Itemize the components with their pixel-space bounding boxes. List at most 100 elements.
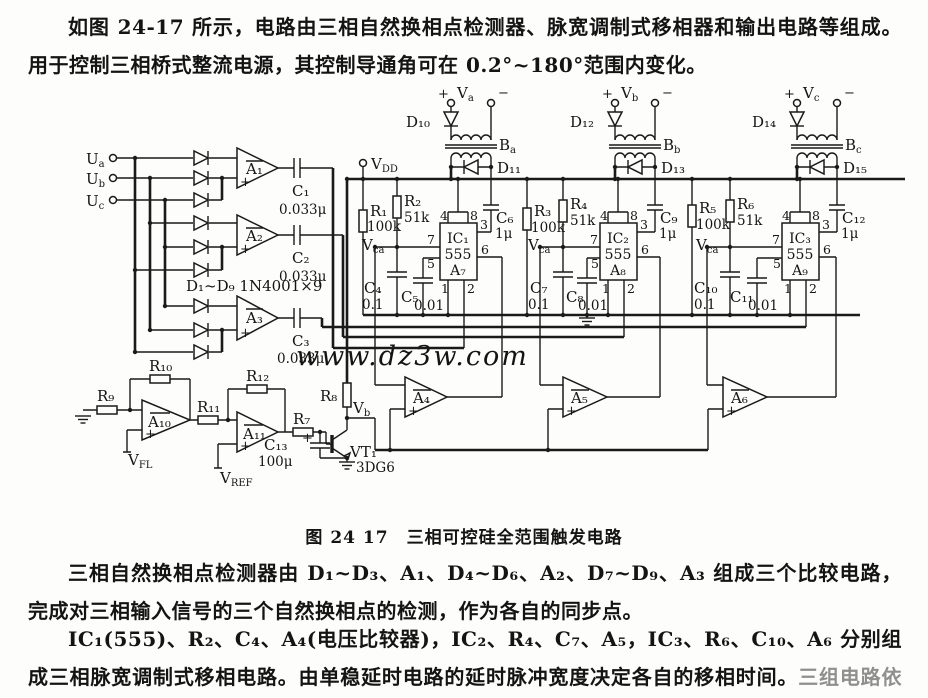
label-d14: D₁₄: [752, 113, 776, 131]
capacitor-c3: C₃0.033μ: [277, 308, 325, 367]
svg-text:+: +: [566, 404, 577, 419]
svg-text:555: 555: [787, 247, 814, 263]
svg-text:4: 4: [600, 208, 608, 223]
opamp-a1: A₁+: [236, 146, 280, 190]
label-d15: D₁₅: [843, 159, 867, 177]
resistor-r8: [342, 382, 352, 408]
figure-caption: 图 24 17 三相可控硅全范围触发电路: [305, 528, 623, 548]
svg-text:−: −: [662, 86, 673, 101]
capacitor-c4: C₄0.1: [362, 271, 407, 313]
svg-text:0.1: 0.1: [694, 297, 715, 313]
diode-d13: [627, 159, 643, 175]
value-r1: 100k: [367, 219, 402, 235]
diode-d11: [463, 159, 479, 175]
svg-text:3DG6: 3DG6: [356, 460, 395, 476]
watermark: www.dz3w.com: [296, 341, 529, 372]
terminal-uc: [108, 195, 118, 205]
svg-text:2: 2: [467, 281, 475, 296]
opamp-a5: A₅+: [562, 375, 609, 419]
svg-text:+: +: [240, 242, 251, 257]
svg-text:0.01: 0.01: [748, 298, 778, 314]
svg-text:6: 6: [641, 242, 649, 257]
svg-text:1μ: 1μ: [659, 226, 677, 242]
label-d13: D₁₃: [661, 159, 685, 177]
label-r1: R₁: [370, 202, 387, 220]
ic3-555: IC₃ 555 A₉ 4 8 3 7 5 6 1 2: [772, 208, 831, 296]
svg-text:A₆: A₆: [730, 389, 748, 407]
svg-text:555: 555: [605, 247, 632, 263]
label-r10: R₁₀: [149, 357, 172, 375]
svg-text:A₂: A₂: [245, 227, 263, 245]
terminal-ub: [108, 173, 118, 183]
label-vdd: VDD: [370, 155, 398, 175]
svg-text:0.01: 0.01: [578, 298, 608, 314]
svg-text:0.1: 0.1: [528, 297, 549, 313]
resistor-r11: [197, 415, 219, 425]
label-d1-d9: D₁~D₉ 1N4001×9: [186, 277, 322, 295]
capacitor-c2: C₂ 0.033μ: [279, 225, 327, 285]
capacitor-c8: C₈0.01: [566, 277, 608, 314]
svg-text:−: −: [844, 86, 855, 101]
label-r12: R₁₂: [246, 367, 269, 385]
value-r4: 51k: [570, 213, 596, 229]
label-vb-node: Vb: [352, 399, 370, 419]
svg-text:0.033μ: 0.033μ: [279, 269, 327, 285]
svg-text:IC₁: IC₁: [447, 231, 469, 247]
svg-text:1: 1: [441, 281, 449, 296]
label-vref: VREF: [219, 469, 253, 489]
paragraph-pwm-faded: 三组电路依次被触发、延: [798, 665, 903, 689]
svg-text:C₁₀: C₁₀: [694, 279, 718, 297]
svg-text:C₉: C₉: [660, 209, 678, 227]
svg-text:+: +: [602, 87, 613, 102]
ground-mid: [578, 317, 596, 326]
opamp-a3: A₃+: [236, 294, 280, 342]
label-r6: R₆: [737, 195, 754, 213]
svg-text:A₅: A₅: [570, 389, 588, 407]
label-bb: Bb: [663, 136, 680, 156]
label-ba: Ba: [499, 136, 516, 156]
svg-text:1: 1: [784, 281, 792, 296]
svg-text:4: 4: [782, 208, 790, 223]
svg-text:A₈: A₈: [609, 263, 626, 279]
svg-text:3: 3: [822, 217, 830, 232]
svg-text:7: 7: [772, 232, 780, 247]
svg-text:0.01: 0.01: [414, 298, 444, 314]
paragraph-pwm: IC₁(555)、R₂、C₄、A₄(电压比较器)，IC₂、R₄、C₇、A₅，IC…: [28, 620, 902, 698]
svg-text:5: 5: [773, 256, 781, 271]
opamp-a10: A₁₀+: [141, 398, 192, 442]
svg-text:3: 3: [640, 217, 648, 232]
paragraph-pwm-main: IC₁(555)、R₂、C₄、A₄(电压比较器)，IC₂、R₄、C₇、A₅，IC…: [28, 627, 902, 689]
svg-text:8: 8: [470, 208, 478, 223]
label-r9: R₉: [97, 387, 114, 405]
svg-text:C₂: C₂: [292, 249, 310, 267]
value-r2: 51k: [404, 210, 430, 226]
svg-text:C₁: C₁: [292, 182, 310, 200]
label-d11: D₁₁: [497, 159, 521, 177]
svg-text:6: 6: [481, 242, 489, 257]
svg-text:+: +: [240, 326, 251, 341]
svg-text:+: +: [408, 404, 419, 419]
svg-text:IC₂: IC₂: [607, 231, 629, 247]
opamp-a2: A₂+: [236, 213, 280, 257]
pulse-transformer-a: + Va − D₁₀ Ba D₁₁: [406, 85, 521, 177]
opamp-a11: A₁₁+: [236, 410, 280, 454]
label-vca-3: Vca: [695, 236, 718, 256]
resistor-r5: [687, 204, 697, 228]
svg-text:2: 2: [627, 281, 635, 296]
svg-text:+: +: [726, 404, 737, 419]
opamp-a4: A₄+: [404, 375, 449, 419]
junction-dots: [127, 155, 840, 461]
svg-text:+: +: [145, 427, 156, 442]
label-ua: Ua: [86, 150, 105, 170]
label-bc: Bc: [845, 136, 862, 156]
label-r2: R₂: [404, 192, 421, 210]
svg-text:A₁₁: A₁₁: [242, 425, 266, 443]
resistor-r9: [96, 405, 118, 415]
terminal-ua: [108, 153, 118, 163]
resistor-r2: [392, 195, 402, 219]
capacitor-c1: C₁0.033μ: [279, 158, 327, 218]
svg-text:−: −: [498, 86, 509, 101]
